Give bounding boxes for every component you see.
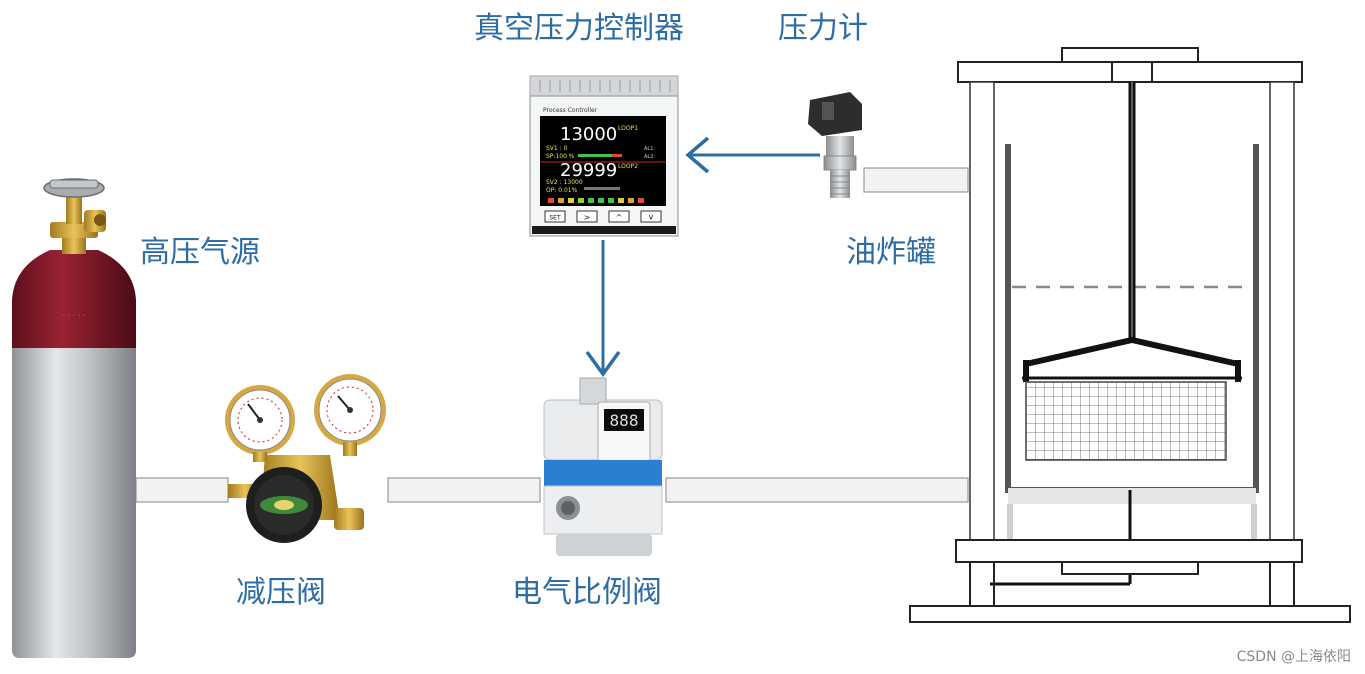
controller-down-label: v [649, 213, 654, 222]
valve-display-digits: 888 [610, 411, 639, 430]
frying-tank [909, 47, 1351, 623]
controller-al1: AL1: [644, 146, 655, 152]
controller-screen [540, 116, 666, 206]
pressure-regulator [225, 374, 386, 543]
arrow-controller-to-valve [585, 240, 621, 377]
label-fryer: 油炸罐 [846, 235, 936, 270]
label-controller: 真空压力控制器 [474, 11, 684, 46]
label-regulator: 减压阀 [236, 575, 326, 610]
watermark: CSDN @上海依阳 [1236, 649, 1351, 665]
pipe-valve-tank [665, 477, 969, 503]
controller-header: Process Controller [543, 107, 598, 114]
controller-set-button [544, 210, 566, 223]
controller-pv1: 13000 [560, 124, 617, 145]
fry-basket [1025, 381, 1227, 461]
label-source: 高压气源 [140, 235, 260, 270]
gas-cylinder: · · · · · [12, 178, 136, 658]
proportional-valve: 888 [543, 377, 663, 556]
pipe-gauge-tank [863, 167, 969, 193]
controller-up-button [608, 210, 630, 223]
controller-al2: AL2: [644, 154, 655, 160]
controller-sv2: SV2 : 13000 [546, 179, 583, 186]
controller-op2: OP: 0.01% [546, 187, 578, 194]
pipe-regulator-valve [387, 477, 541, 503]
controller-up-label: ^ [616, 213, 623, 222]
svg-text:· · · · ·: · · · · · [63, 311, 86, 320]
vacuum-pressure-controller: Process Controller 13000 LOOP1 SV1 : 0 S… [529, 75, 679, 237]
controller-pv2: 29999 [560, 160, 617, 181]
arrow-gauge-to-controller [685, 136, 820, 174]
controller-set-label: SET [549, 215, 561, 222]
controller-down-button [640, 210, 662, 223]
pipe-source-regulator [135, 477, 229, 503]
controller-loop2: LOOP2 [618, 163, 638, 170]
controller-sp1: SP:100 % [546, 153, 575, 160]
label-gauge: 压力计 [778, 11, 868, 46]
controller-right-label: > [584, 213, 591, 222]
controller-loop1: LOOP1 [618, 125, 638, 132]
label-prop-valve: 电气比例阀 [512, 575, 662, 610]
controller-sv1: SV1 : 0 [546, 145, 568, 152]
pressure-gauge-sensor [808, 92, 862, 198]
controller-right-button [576, 210, 598, 223]
